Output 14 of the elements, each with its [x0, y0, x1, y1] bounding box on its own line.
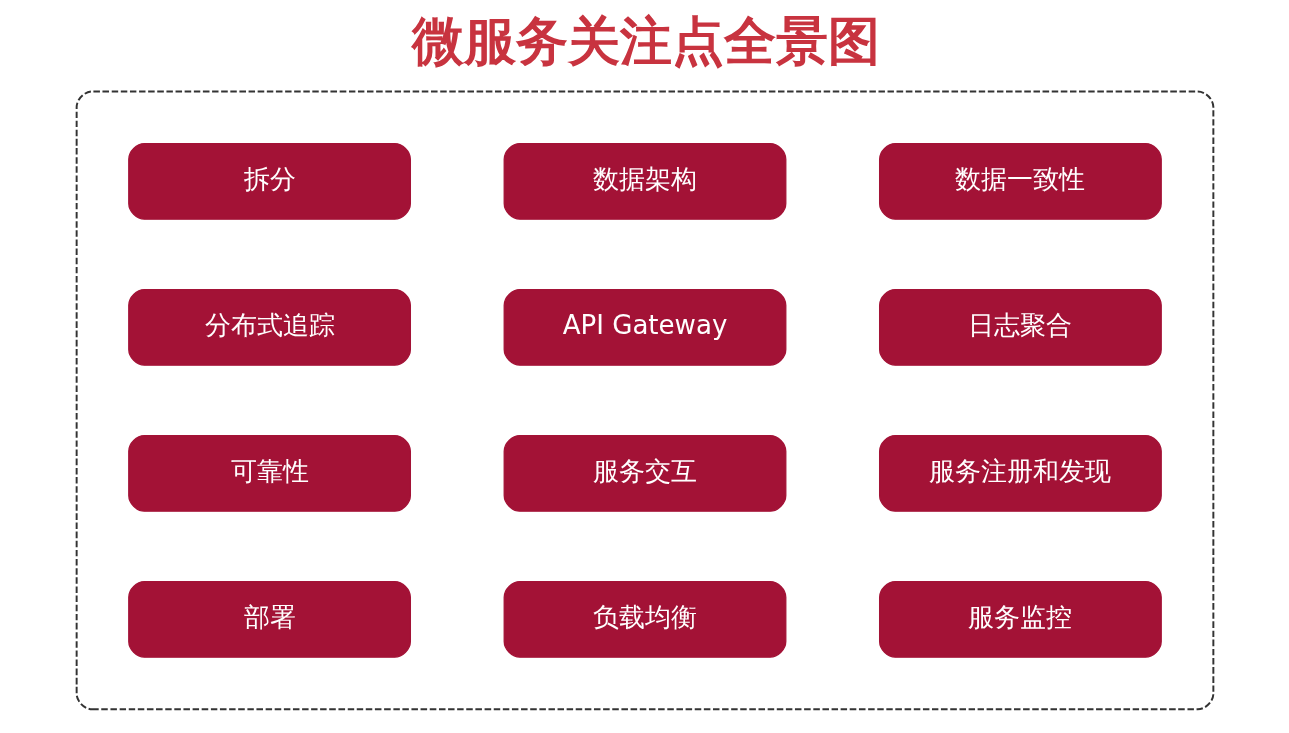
cluster: [75, 90, 1214, 711]
node-box: 负载均衡: [503, 580, 786, 658]
node-box: 可靠性: [127, 434, 411, 512]
node-box: 服务交互: [503, 434, 786, 512]
diagram-title: 微服务关注点全景图: [411, 10, 880, 71]
node-box: 日志聚合: [878, 288, 1162, 366]
node-box: 分布式追踪: [127, 288, 411, 366]
node-box: 部署: [127, 580, 411, 658]
node-box: 拆分: [127, 142, 411, 220]
node-box: 服务监控: [878, 580, 1162, 658]
node-box: 数据一致性: [878, 142, 1162, 220]
node-box: 服务注册和发现: [878, 434, 1162, 512]
node-box: API Gateway: [503, 288, 786, 366]
node-box: 数据架构: [503, 142, 786, 220]
